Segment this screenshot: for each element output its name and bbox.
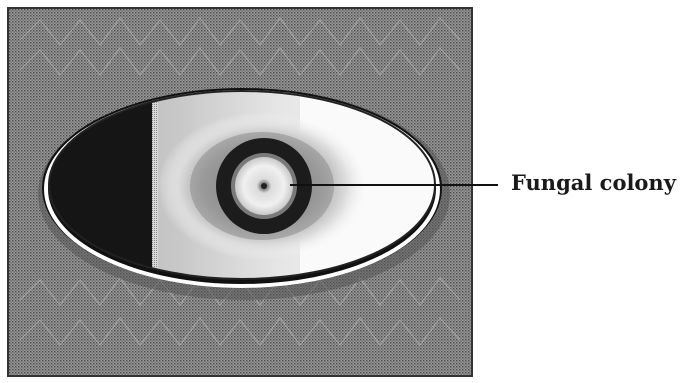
- fungal-colony-label: Fungal colony: [511, 172, 676, 193]
- colony-center-dot: [261, 183, 267, 189]
